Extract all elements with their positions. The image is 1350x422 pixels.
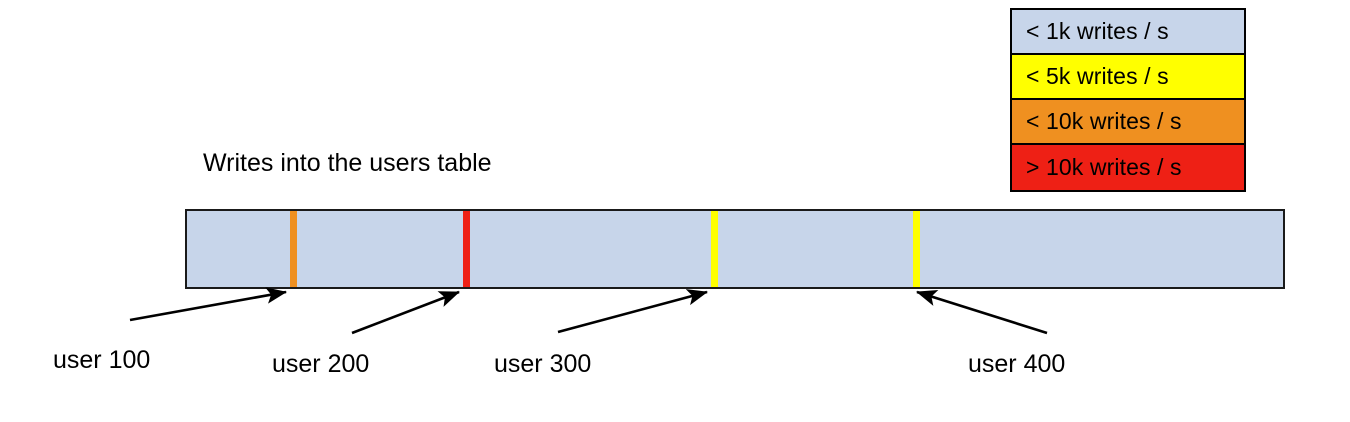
legend-row-over-10k: > 10k writes / s xyxy=(1012,145,1244,190)
callout-label-user-400: user 400 xyxy=(968,350,1066,378)
callout-label-user-100: user 100 xyxy=(53,346,151,374)
legend-row-under-5k: < 5k writes / s xyxy=(1012,55,1244,100)
stripe-user-100 xyxy=(290,211,297,287)
users-table-bar xyxy=(185,209,1285,289)
legend-row-under-10k: < 10k writes / s xyxy=(1012,100,1244,145)
bar-title: Writes into the users table xyxy=(203,149,492,177)
arrow-user-200 xyxy=(351,290,460,335)
stripe-user-200 xyxy=(463,211,470,287)
legend-label-under-5k: < 5k writes / s xyxy=(1026,63,1169,89)
arrow-user-300 xyxy=(557,289,709,334)
stripe-user-300 xyxy=(711,211,718,287)
callout-label-user-200: user 200 xyxy=(272,350,370,378)
legend-label-over-10k: > 10k writes / s xyxy=(1026,154,1182,180)
arrow-user-400 xyxy=(916,290,1048,335)
stripe-user-400 xyxy=(913,211,920,287)
writes-per-second-legend: < 1k writes / s < 5k writes / s < 10k wr… xyxy=(1010,8,1246,192)
legend-label-under-1k: < 1k writes / s xyxy=(1026,18,1169,44)
callout-label-user-300: user 300 xyxy=(494,350,592,378)
arrow-user-100 xyxy=(129,287,288,322)
legend-label-under-10k: < 10k writes / s xyxy=(1026,108,1182,134)
legend-row-under-1k: < 1k writes / s xyxy=(1012,10,1244,55)
